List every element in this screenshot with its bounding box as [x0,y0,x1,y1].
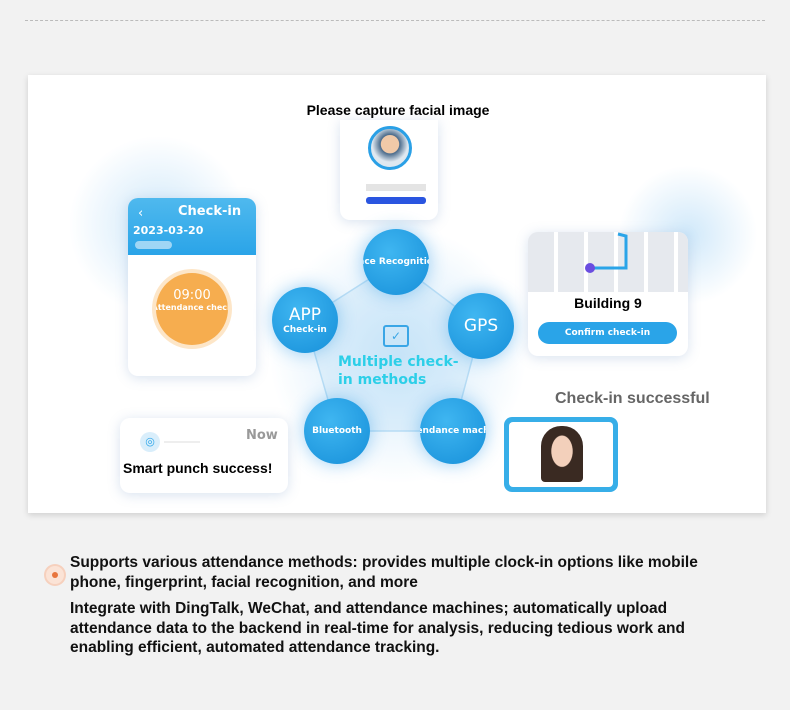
checkin-title: Check-in [178,204,242,219]
success-title: Check-in successful [555,390,710,407]
back-icon[interactable]: ‹ [138,206,144,221]
feature-text-1: Supports various attendance methods: pro… [70,554,698,591]
method-face-recognition[interactable]: Face Recognition [363,229,429,295]
face-photo [541,426,583,482]
bullet-icon [46,566,64,584]
map-card: Building 9 Confirm check-in [528,232,688,356]
checkin-button[interactable]: 09:00 Attendance check [156,273,228,345]
method-gps[interactable]: GPS [448,293,514,359]
divider [25,20,765,21]
center-title: Multiple check-in methods [338,354,459,388]
confirm-checkin-button[interactable]: Confirm check-in [538,322,677,344]
avatar [368,126,412,170]
location-icon: ◎ [140,432,160,452]
location-name: Building 9 [574,295,642,311]
face-frame [504,417,618,492]
map [528,232,688,292]
punch-time: Now [246,428,278,443]
checkin-date: 2023-03-20 [133,224,204,237]
illustration-panel: Please capture facial image ‹ Check-in 2… [28,75,766,513]
calendar-icon: ✓ [383,325,409,347]
punch-card: ◎ Now Smart punch success! [120,418,288,493]
progress-bar [366,197,426,204]
feature-text-2: Integrate with DingTalk, WeChat, and att… [70,600,685,656]
punch-message: Smart punch success! [123,460,273,476]
checkin-time: 09:00 [173,288,211,303]
method-attendance-machine[interactable]: Attendance machine [420,398,486,464]
facial-card-title: Please capture facial image [306,102,490,118]
method-bluetooth[interactable]: Bluetooth [304,398,370,464]
facial-card [340,120,438,220]
checkin-label: Attendance check [156,303,228,312]
checkin-card: ‹ Check-in 2023-03-20 09:00 Attendance c… [128,198,256,376]
